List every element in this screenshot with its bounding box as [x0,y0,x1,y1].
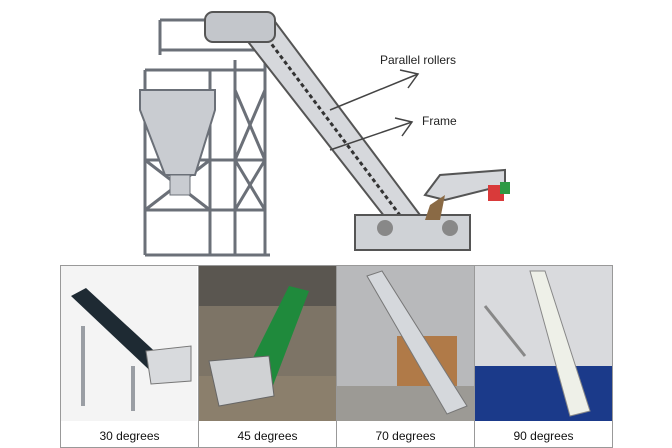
photo-90-degrees [475,266,612,421]
panel-30-degrees: 30 degrees [61,266,199,447]
caption: 70 degrees [375,429,436,443]
photo-45-degrees [199,266,336,421]
conveyor-diagram: Parallel rollers Frame [139,11,510,257]
parallel-rollers-label: Parallel rollers [380,53,457,67]
panel-45-degrees: 45 degrees [199,266,337,447]
photo-30-degrees [61,266,197,421]
panel-70-degrees: 70 degrees [337,266,475,447]
caption: 90 degrees [513,429,574,443]
caption: 30 degrees [99,429,160,443]
panel-90-degrees: 90 degrees [475,266,612,447]
angle-examples: 30 degrees 45 degrees 70 degrees [60,265,613,448]
conveyor-drawing [139,11,510,257]
caption: 45 degrees [237,429,298,443]
photo-70-degrees [337,266,474,421]
frame-label: Frame [422,114,457,128]
